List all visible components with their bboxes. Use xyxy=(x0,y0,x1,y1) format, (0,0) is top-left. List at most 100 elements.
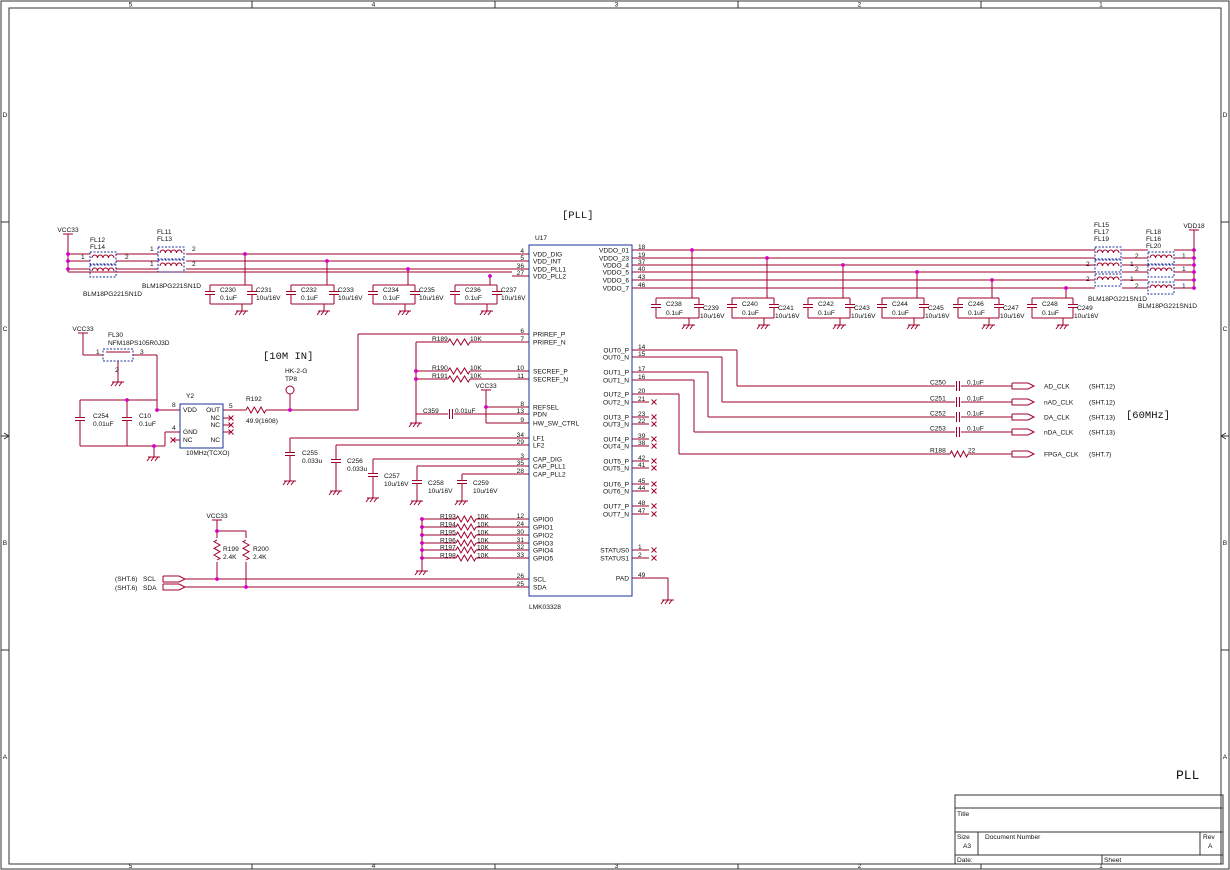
u17-pin-name-secref_n: SECREF_N xyxy=(533,376,568,383)
zone-row-right-A: A xyxy=(1223,754,1228,761)
r192-ref: R192 xyxy=(246,396,262,403)
fl19-ref: FL19 xyxy=(1094,236,1109,243)
no-connect-stroke xyxy=(651,488,657,494)
ground-hatch xyxy=(422,570,427,576)
fl16-ref: FL16 xyxy=(1146,236,1161,243)
r200-ref: R200 xyxy=(253,546,269,553)
u17-refdes: U17 xyxy=(535,235,547,242)
u17-pin-num-28: 28 xyxy=(517,468,525,475)
out-net-da_clk: DA_CLK xyxy=(1044,414,1070,421)
ground-hatch xyxy=(234,310,239,316)
u17-pin-name-priref_p: PRIREF_P xyxy=(533,331,566,338)
no-connect-mark xyxy=(228,429,234,435)
junction-dot xyxy=(765,256,769,260)
scl-port xyxy=(162,575,187,583)
ground-hatch xyxy=(417,500,422,506)
cap-ref-C231: C231 xyxy=(256,287,272,294)
r192-val: 49.9(1608) xyxy=(246,418,278,425)
u17-pin-num-11: 11 xyxy=(517,373,524,380)
ground-hatch xyxy=(320,310,325,316)
ground-symbol xyxy=(110,375,124,387)
ground-hatch xyxy=(985,324,990,330)
ground-symbol xyxy=(408,416,422,428)
capacitor xyxy=(956,412,960,422)
ground-hatch xyxy=(685,324,690,330)
c258-ref: C258 xyxy=(428,480,444,487)
cap-val-C240: 0.1uF xyxy=(742,310,759,317)
bead-pin2: 2 xyxy=(125,254,129,261)
u17-pin-name-out6_n: OUT6_N xyxy=(603,488,629,495)
cap-val-C230: 0.1uF xyxy=(220,295,237,302)
y2-num-vdd: 8 xyxy=(172,402,176,409)
y2-pin-gnd: GND xyxy=(183,429,198,436)
resistor xyxy=(455,545,477,555)
out-sheet-fpga_clk: (SHT.7) xyxy=(1089,451,1111,458)
bead-coil xyxy=(1096,262,1120,267)
u17-pin-name-out1_p: OUT1_P xyxy=(603,369,629,376)
bead-outline xyxy=(1094,259,1122,273)
rev-label: Rev xyxy=(1203,834,1215,841)
gpio-res-val-R196: 10K xyxy=(477,538,489,545)
capacitor xyxy=(1068,304,1078,308)
bead-outline xyxy=(89,251,117,265)
bead-pin2: 2 xyxy=(1086,276,1090,283)
junction-dot xyxy=(288,408,292,412)
bead-pin1: 1 xyxy=(150,246,154,253)
capacitor xyxy=(285,452,295,456)
sheet-name-label: PLL xyxy=(1176,768,1199,783)
u17-pin-num-18: 18 xyxy=(638,244,646,251)
u17-pin-num-38: 38 xyxy=(638,440,646,447)
c10-val: 0.1uF xyxy=(139,421,156,428)
zone-col-bottom-2: 2 xyxy=(858,863,862,870)
cap-val-C241: 10u/16V xyxy=(775,313,800,320)
fl30-pin1: 1 xyxy=(96,349,100,356)
no-connect-mark xyxy=(651,458,657,464)
vcc33-fl30: VCC33 xyxy=(72,326,94,333)
u17-pin-name-gpio3: GPIO3 xyxy=(533,540,553,547)
cap-ref-C245: C245 xyxy=(928,305,944,312)
ref-in-heading: [10M IN] xyxy=(263,351,313,363)
cap-ref-C241: C241 xyxy=(778,305,794,312)
no-connect-stroke xyxy=(228,422,234,428)
capacitor xyxy=(450,291,460,295)
junction-dot xyxy=(1064,286,1068,290)
u17-pin-num-14: 14 xyxy=(638,344,646,351)
ground-hatch xyxy=(332,490,337,496)
junction-dot xyxy=(152,444,156,448)
cap-val-C242: 0.1uF xyxy=(818,310,835,317)
bead-coil xyxy=(1149,284,1173,289)
no-connect-mark xyxy=(651,436,657,442)
tp8-part: HK-2-G xyxy=(285,368,307,375)
u17-pin-num-39: 39 xyxy=(638,433,646,440)
r190-val: 10K xyxy=(470,365,482,372)
resistor xyxy=(447,338,471,346)
gpio-res-val-R195: 10K xyxy=(477,530,489,537)
zone-row-left-A: A xyxy=(3,754,8,761)
ferrite-bead xyxy=(1094,273,1122,287)
ground-hatch xyxy=(689,324,694,330)
u17-pin-num-36: 36 xyxy=(517,263,525,270)
bead-pin1: 1 xyxy=(1182,253,1186,260)
ground-symbol xyxy=(832,318,846,330)
bead-coil xyxy=(91,254,115,259)
resistor xyxy=(455,530,477,540)
ground-hatch xyxy=(118,381,123,387)
ground-hatch xyxy=(1063,324,1068,330)
u17-pin-name-sda: SDA xyxy=(533,584,547,591)
u17-pin-name-gpio2: GPIO2 xyxy=(533,532,553,539)
ferrite-bead xyxy=(1147,264,1175,278)
u17-pin-num-20: 20 xyxy=(638,388,646,395)
no-connect-mark xyxy=(651,481,657,487)
u17-pin-name-cap_pll1: CAP_PLL1 xyxy=(533,463,566,470)
fl30-ref: FL30 xyxy=(108,332,123,339)
y2-body xyxy=(179,403,224,449)
y2-pin-nc: NC xyxy=(183,437,193,444)
no-connect-mark xyxy=(651,547,657,553)
right-bead-part-1: BLM18PG221SN1D xyxy=(1088,296,1147,303)
cap-ref-C233: C233 xyxy=(338,287,354,294)
u17-pin-name-out1_n: OUT1_N xyxy=(603,377,629,384)
u17-pin-num-4: 4 xyxy=(520,248,524,255)
capacitor xyxy=(877,304,887,308)
tp8-ref: TP8 xyxy=(285,376,297,383)
c258-val: 10u/16V xyxy=(428,488,453,495)
